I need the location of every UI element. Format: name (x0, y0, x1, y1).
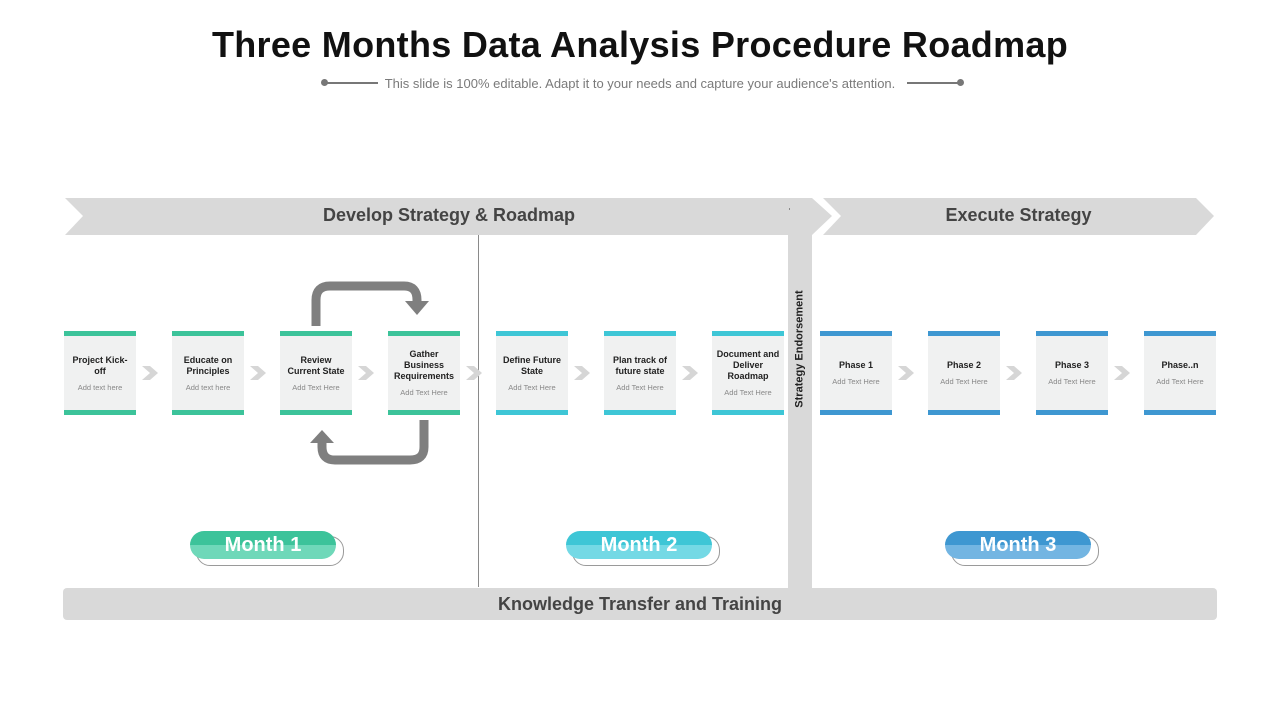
step-title: Phase..n (1161, 360, 1199, 370)
chevron-right-icon (250, 366, 266, 380)
month-1-label: Month 1 (224, 534, 302, 556)
page-subtitle: This slide is 100% editable. Adapt it to… (384, 76, 896, 91)
step-text: Add Text Here (724, 388, 772, 397)
chevron-right-icon (466, 366, 482, 380)
step-card-gather: Gather Business Requirements Add Text He… (388, 331, 460, 415)
step-text: Add Text Here (1048, 377, 1096, 386)
divider-month-1-2 (478, 235, 479, 587)
chevron-right-icon (142, 366, 158, 380)
chevron-right-icon (1114, 366, 1130, 380)
chevron-right-icon (574, 366, 590, 380)
develop-banner-label: Develop Strategy & Roadmap (322, 205, 576, 225)
step-text: Add Text Here (292, 382, 340, 392)
step-title: Define Future State (502, 354, 561, 376)
loop-arrow-top (311, 281, 422, 326)
step-card-phase-3: Phase 3 Add Text Here (1036, 331, 1108, 415)
step-title: Educate on Principles (183, 354, 233, 376)
subtitle-dot-right (957, 79, 964, 86)
step-card-project-kickoff: Project Kick-off Add text here (64, 331, 136, 415)
step-text: Add text here (77, 382, 123, 392)
step-title: Plan track of future state (612, 354, 668, 376)
step-text: Add Text Here (616, 382, 664, 392)
step-card-educate: Educate on Principles Add text here (172, 331, 244, 415)
loop-arrowhead-top (405, 301, 429, 315)
step-card-document: Document and Deliver Roadmap Add Text He… (712, 331, 784, 415)
page-title: Three Months Data Analysis Procedure Roa… (211, 24, 1069, 65)
step-title: Gather Business Requirements (393, 349, 455, 381)
step-title: Review Current State (287, 354, 345, 376)
month-2-label: Month 2 (600, 534, 678, 556)
execute-banner (823, 198, 1214, 235)
chevron-right-icon (358, 366, 374, 380)
loop-arrowhead-bottom (310, 430, 334, 443)
knowledge-transfer-bar (63, 588, 1217, 620)
chevron-right-icon (898, 366, 914, 380)
chevron-right-icon (682, 366, 698, 380)
step-card-define: Define Future State Add Text Here (496, 331, 568, 415)
subtitle-dot-left (321, 79, 328, 86)
step-card-review: Review Current State Add Text Here (280, 331, 352, 415)
month-3-label: Month 3 (979, 534, 1057, 556)
step-text: Add text here (185, 382, 231, 392)
step-title: Phase 2 (946, 360, 982, 370)
execute-banner-label: Execute Strategy (945, 205, 1092, 225)
strategy-endorsement-bar (788, 210, 812, 588)
loop-arrow-bottom (317, 420, 429, 465)
step-card-phase-1: Phase 1 Add Text Here (820, 331, 892, 415)
develop-banner (65, 198, 832, 235)
step-text: Add Text Here (1156, 377, 1204, 386)
chevron-right-icon (1006, 366, 1022, 380)
step-title: Project Kick-off (72, 354, 128, 376)
step-title: Phase 3 (1054, 360, 1090, 370)
step-card-phase-2: Phase 2 Add Text Here (928, 331, 1000, 415)
step-card-plan: Plan track of future state Add Text Here (604, 331, 676, 415)
step-title: Document and Deliver Roadmap (716, 349, 780, 381)
step-card-phase-n: Phase..n Add Text Here (1144, 331, 1216, 415)
step-text: Add Text Here (508, 382, 556, 392)
subtitle-line-right (907, 82, 959, 84)
step-text: Add Text Here (400, 388, 448, 397)
step-title: Phase 1 (838, 360, 874, 370)
subtitle-line-left (326, 82, 378, 84)
knowledge-transfer-label: Knowledge Transfer and Training (497, 594, 783, 614)
step-text: Add Text Here (832, 377, 880, 386)
step-text: Add Text Here (940, 377, 988, 386)
